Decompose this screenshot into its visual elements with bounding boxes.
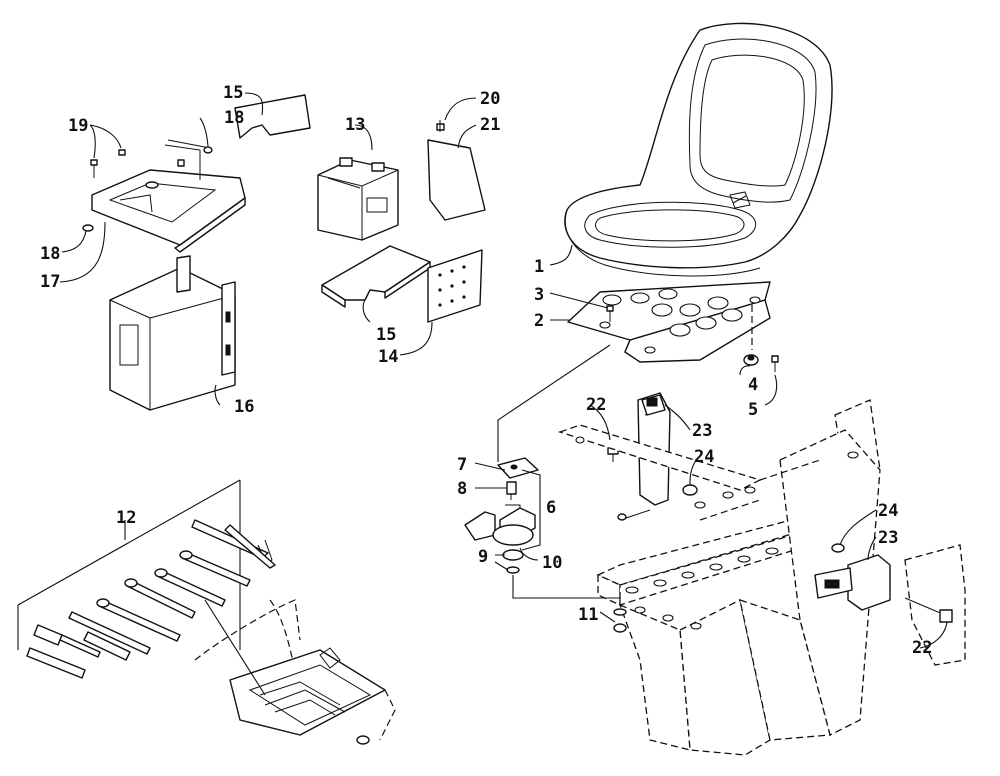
leader-lines <box>59 92 948 649</box>
battery-box <box>109 255 236 411</box>
callout-10: 10 <box>542 553 562 573</box>
callout-8: 8 <box>457 479 467 499</box>
callout-17: 17 <box>40 272 60 292</box>
callout-21: 21 <box>480 115 500 135</box>
tool-compartment <box>194 599 396 745</box>
callout-23-upper: 23 <box>692 421 712 441</box>
callout-23-lower: 23 <box>878 528 898 548</box>
tray-hardware <box>82 146 213 232</box>
tool-kit <box>17 479 276 679</box>
callout-3: 3 <box>534 285 544 305</box>
battery-pad-upper <box>234 94 311 139</box>
callout-15-upper: 15 <box>223 83 243 103</box>
callout-4: 4 <box>748 375 758 395</box>
seat <box>564 22 833 277</box>
callout-12: 12 <box>116 508 136 528</box>
seat-pan <box>567 281 771 363</box>
callout-labels: 1 2 3 4 5 6 7 8 9 10 11 12 13 14 15 15 1… <box>40 83 932 658</box>
callout-13: 13 <box>345 115 365 135</box>
callout-9: 9 <box>478 547 488 567</box>
callout-6: 6 <box>546 498 556 518</box>
callout-18-upper: 18 <box>224 108 244 128</box>
callout-14: 14 <box>378 347 398 367</box>
callout-19: 19 <box>68 116 88 136</box>
battery-tray <box>91 139 246 253</box>
seat-pan-hardware <box>606 305 779 372</box>
callout-1: 1 <box>534 257 544 277</box>
callout-24-upper: 24 <box>694 447 714 467</box>
callout-2: 2 <box>534 311 544 331</box>
callout-20: 20 <box>480 89 500 109</box>
callout-18-lower: 18 <box>40 244 60 264</box>
callout-5: 5 <box>748 400 758 420</box>
callout-15-lower: 15 <box>376 325 396 345</box>
callout-24-lower: 24 <box>878 501 898 521</box>
callout-22-lower: 22 <box>912 638 932 658</box>
side-belt-buckle <box>814 543 966 666</box>
battery-cover <box>427 120 486 221</box>
battery-pad-lower <box>321 245 431 308</box>
battery-plate <box>427 249 483 323</box>
battery <box>317 157 399 241</box>
callout-22-upper: 22 <box>586 395 606 415</box>
callout-16: 16 <box>234 397 254 417</box>
callout-11: 11 <box>578 605 598 625</box>
buckle-assembly <box>464 457 539 574</box>
callout-7: 7 <box>457 455 467 475</box>
